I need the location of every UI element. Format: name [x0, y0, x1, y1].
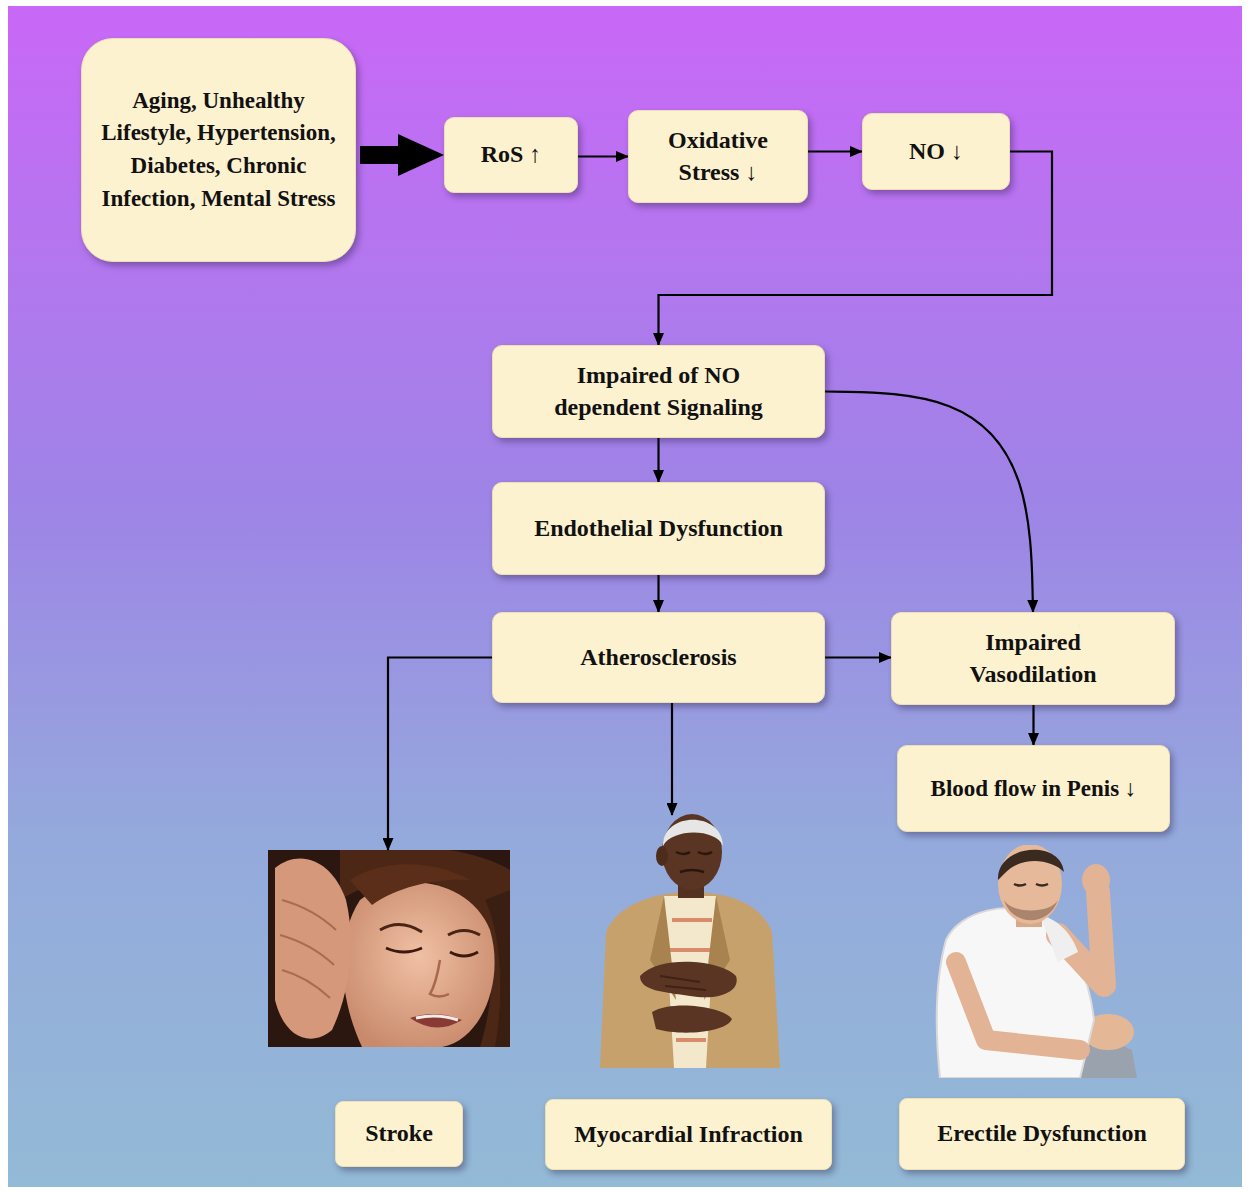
illustration-part [956, 962, 1080, 1050]
illustration-part [410, 1014, 462, 1028]
illustration-part [663, 820, 723, 846]
node-text: Atherosclerosis [580, 642, 736, 673]
illustration-part [660, 976, 706, 990]
connector-arrow [360, 146, 400, 164]
label-pill: Myocardial Infraction [545, 1099, 832, 1170]
node-text: Stroke [365, 1118, 433, 1149]
process-box: Blood flow in Penis ↓ [897, 745, 1170, 832]
heart-attack-photo [600, 814, 780, 1068]
connector-arrow [1032, 705, 1034, 745]
connector-arrow [388, 658, 492, 851]
illustration-part [350, 864, 470, 905]
background-panel [8, 6, 1242, 1187]
connector-arrow [657, 575, 659, 612]
node-text: Erectile Dysfunction [937, 1118, 1147, 1149]
stroke-photo [268, 850, 510, 1047]
illustration-part [343, 882, 495, 1047]
connector-arrow [657, 438, 659, 482]
outcome-panel: Stroke [268, 850, 510, 1167]
illustration-part [416, 1016, 458, 1020]
illustration-part [380, 924, 480, 935]
node-text: Blood flow in Penis ↓ [931, 774, 1137, 804]
connector-arrow [578, 155, 628, 157]
label-pill: Erectile Dysfunction [899, 1098, 1185, 1170]
illustration-part [386, 948, 478, 956]
node-text: Impaired of NO dependent Signaling [534, 360, 784, 422]
process-box: Impaired Vasodilation [891, 612, 1175, 705]
illustration-part [656, 846, 668, 866]
node-text: RoS ↑ [481, 139, 542, 170]
illustration-part [485, 890, 510, 1047]
process-box: Impaired of NO dependent Signaling [492, 345, 825, 438]
illustration-part [1004, 900, 1058, 920]
node-text: Endothelial Dysfunction [534, 513, 783, 544]
illustration-part [640, 962, 737, 998]
illustration-part [676, 852, 712, 854]
illustration-part [662, 814, 722, 890]
node-text: NO ↓ [909, 136, 963, 167]
illustration-part [1082, 864, 1110, 896]
illustration-part [1014, 884, 1048, 886]
label-pill: Stroke [335, 1101, 463, 1167]
process-box: NO ↓ [862, 113, 1010, 190]
process-box: Aging, Unhealthy Lifestyle, Hypertension… [81, 38, 356, 262]
connector-arrow [825, 656, 891, 658]
connector-arrow [671, 703, 673, 815]
connector-arrow [808, 150, 862, 152]
node-text: Oxidative Stress ↓ [648, 125, 788, 187]
process-box: Endothelial Dysfunction [492, 482, 825, 575]
process-box: Atherosclerosis [492, 612, 825, 703]
connector-arrow [825, 392, 1033, 613]
illustration-part [600, 892, 780, 1068]
illustration-part [680, 870, 704, 872]
worried-man-photo [937, 845, 1137, 1078]
illustration-part [652, 1006, 732, 1033]
illustration-part [280, 900, 336, 998]
node-text: Myocardial Infraction [574, 1119, 803, 1150]
outcome-panel: Myocardial Infraction [545, 815, 832, 1170]
node-text: Aging, Unhealthy Lifestyle, Hypertension… [96, 85, 341, 216]
process-box: Oxidative Stress ↓ [628, 110, 808, 203]
illustration-part [340, 850, 510, 1047]
outcome-panel: Erectile Dysfunction [899, 845, 1185, 1170]
node-text: Impaired Vasodilation [953, 627, 1113, 689]
illustration-part [998, 850, 1064, 880]
illustration-part [275, 858, 351, 1038]
process-box: RoS ↑ [444, 117, 578, 193]
illustration-part [430, 960, 449, 997]
illustration-part [1040, 915, 1078, 962]
